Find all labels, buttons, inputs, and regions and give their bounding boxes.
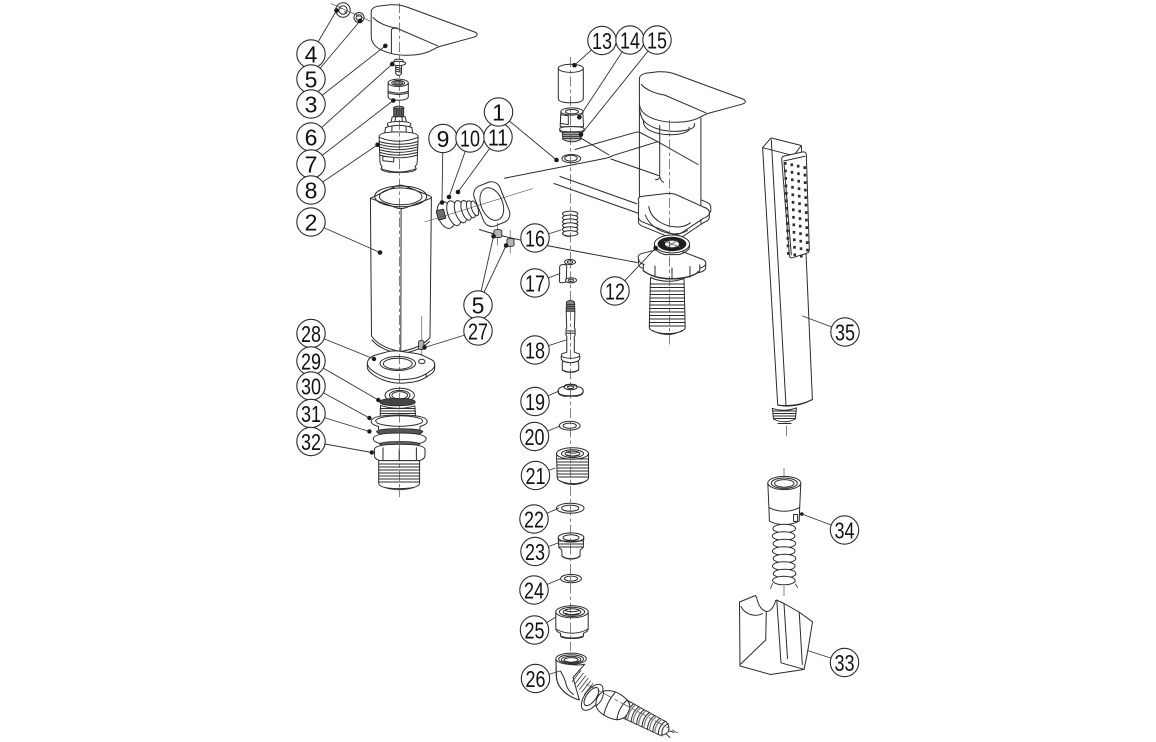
svg-text:8: 8	[305, 178, 318, 204]
svg-text:6: 6	[305, 125, 318, 151]
svg-text:10: 10	[460, 126, 480, 152]
svg-text:19: 19	[525, 389, 545, 415]
svg-text:11: 11	[488, 125, 508, 151]
svg-text:25: 25	[525, 618, 545, 644]
svg-text:15: 15	[647, 28, 667, 54]
svg-text:26: 26	[526, 666, 546, 692]
svg-text:33: 33	[835, 650, 855, 676]
svg-text:12: 12	[605, 279, 625, 305]
svg-text:21: 21	[526, 463, 546, 489]
svg-text:35: 35	[835, 320, 855, 346]
svg-text:32: 32	[301, 429, 321, 455]
svg-text:18: 18	[525, 338, 545, 364]
svg-text:31: 31	[301, 401, 321, 427]
svg-text:34: 34	[835, 518, 855, 544]
svg-text:27: 27	[468, 319, 488, 345]
svg-text:9: 9	[437, 126, 450, 152]
svg-text:1: 1	[492, 100, 505, 126]
svg-text:5: 5	[305, 67, 318, 93]
svg-text:29: 29	[301, 349, 321, 375]
svg-text:28: 28	[301, 321, 321, 347]
svg-text:4: 4	[305, 42, 318, 68]
svg-text:17: 17	[525, 271, 545, 297]
svg-text:16: 16	[525, 226, 545, 252]
svg-text:7: 7	[305, 152, 318, 178]
svg-text:22: 22	[524, 507, 544, 533]
svg-text:3: 3	[305, 92, 318, 118]
svg-text:2: 2	[305, 210, 318, 236]
svg-text:30: 30	[301, 374, 321, 400]
svg-text:24: 24	[524, 578, 544, 604]
svg-text:20: 20	[525, 424, 545, 450]
svg-text:14: 14	[620, 28, 640, 54]
svg-text:13: 13	[592, 28, 612, 54]
svg-text:5: 5	[472, 293, 485, 319]
svg-text:23: 23	[525, 539, 545, 565]
